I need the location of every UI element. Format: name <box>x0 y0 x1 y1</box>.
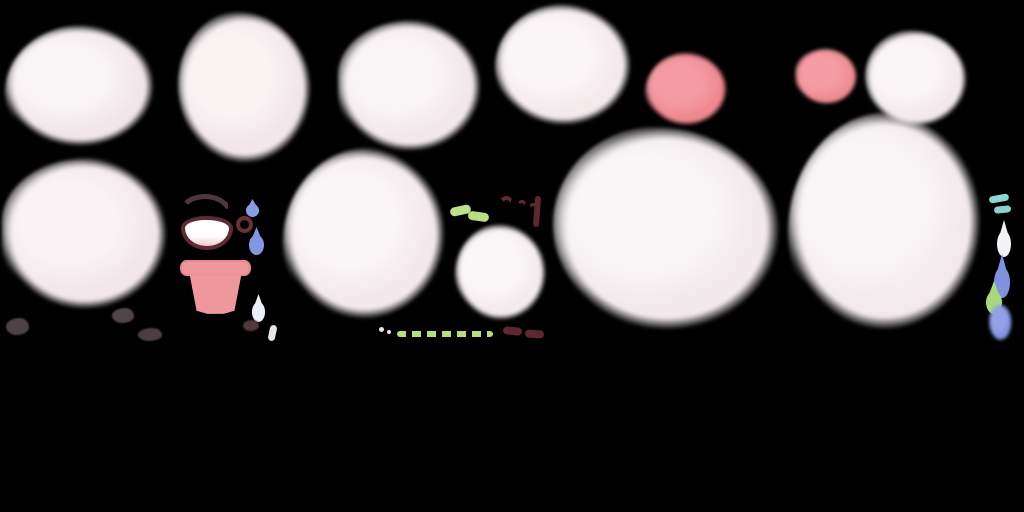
periwinkle-blob-right <box>989 304 1012 341</box>
pale-blob-top-2 <box>178 12 312 164</box>
white-tick-sprite <box>267 324 278 342</box>
cyan-dash-2 <box>993 205 1012 214</box>
pale-blob-top-5 <box>865 30 968 127</box>
maroon-dash-1 <box>502 326 523 336</box>
pale-blob-mid-2 <box>283 148 446 320</box>
pale-blob-top-1 <box>5 25 155 147</box>
smile-mouth-sprite <box>181 216 233 250</box>
pale-blob-top-3 <box>338 20 482 152</box>
pink-blob-1 <box>645 52 728 126</box>
cyan-dash-1 <box>988 193 1010 204</box>
leaf-dash-2 <box>467 210 490 223</box>
blue-drop-1 <box>246 199 259 218</box>
pale-blob-big-2 <box>788 112 982 331</box>
blue-drop-2 <box>249 227 264 256</box>
pale-blob-top-4 <box>495 4 632 126</box>
green-dashed-line-sprite <box>397 331 493 337</box>
maroon-arc-sprite <box>498 196 515 207</box>
pale-blob-mid-1 <box>2 158 168 310</box>
pale-drop-1 <box>252 294 265 323</box>
donut-ring-sprite <box>236 216 253 233</box>
white-drop-right <box>997 220 1011 257</box>
flower-pot-sprite <box>179 257 252 315</box>
maroon-caret-1 <box>516 200 528 209</box>
white-dot-2 <box>387 330 391 334</box>
brown-dash-bottom <box>243 320 259 331</box>
dark-smudge-1 <box>6 318 29 335</box>
maroon-stroke-sprite <box>532 195 542 228</box>
pink-blob-2 <box>795 48 858 105</box>
maroon-dash-2 <box>524 329 545 339</box>
dark-smudge-2 <box>112 308 134 323</box>
white-dot-1 <box>379 327 384 332</box>
eyebrow-arc-sprite <box>177 194 233 216</box>
pale-blob-mid-3 <box>455 224 547 321</box>
maroon-caret-2 <box>527 203 539 212</box>
dark-smudge-3 <box>138 328 162 341</box>
pale-blob-big-1 <box>553 127 781 331</box>
